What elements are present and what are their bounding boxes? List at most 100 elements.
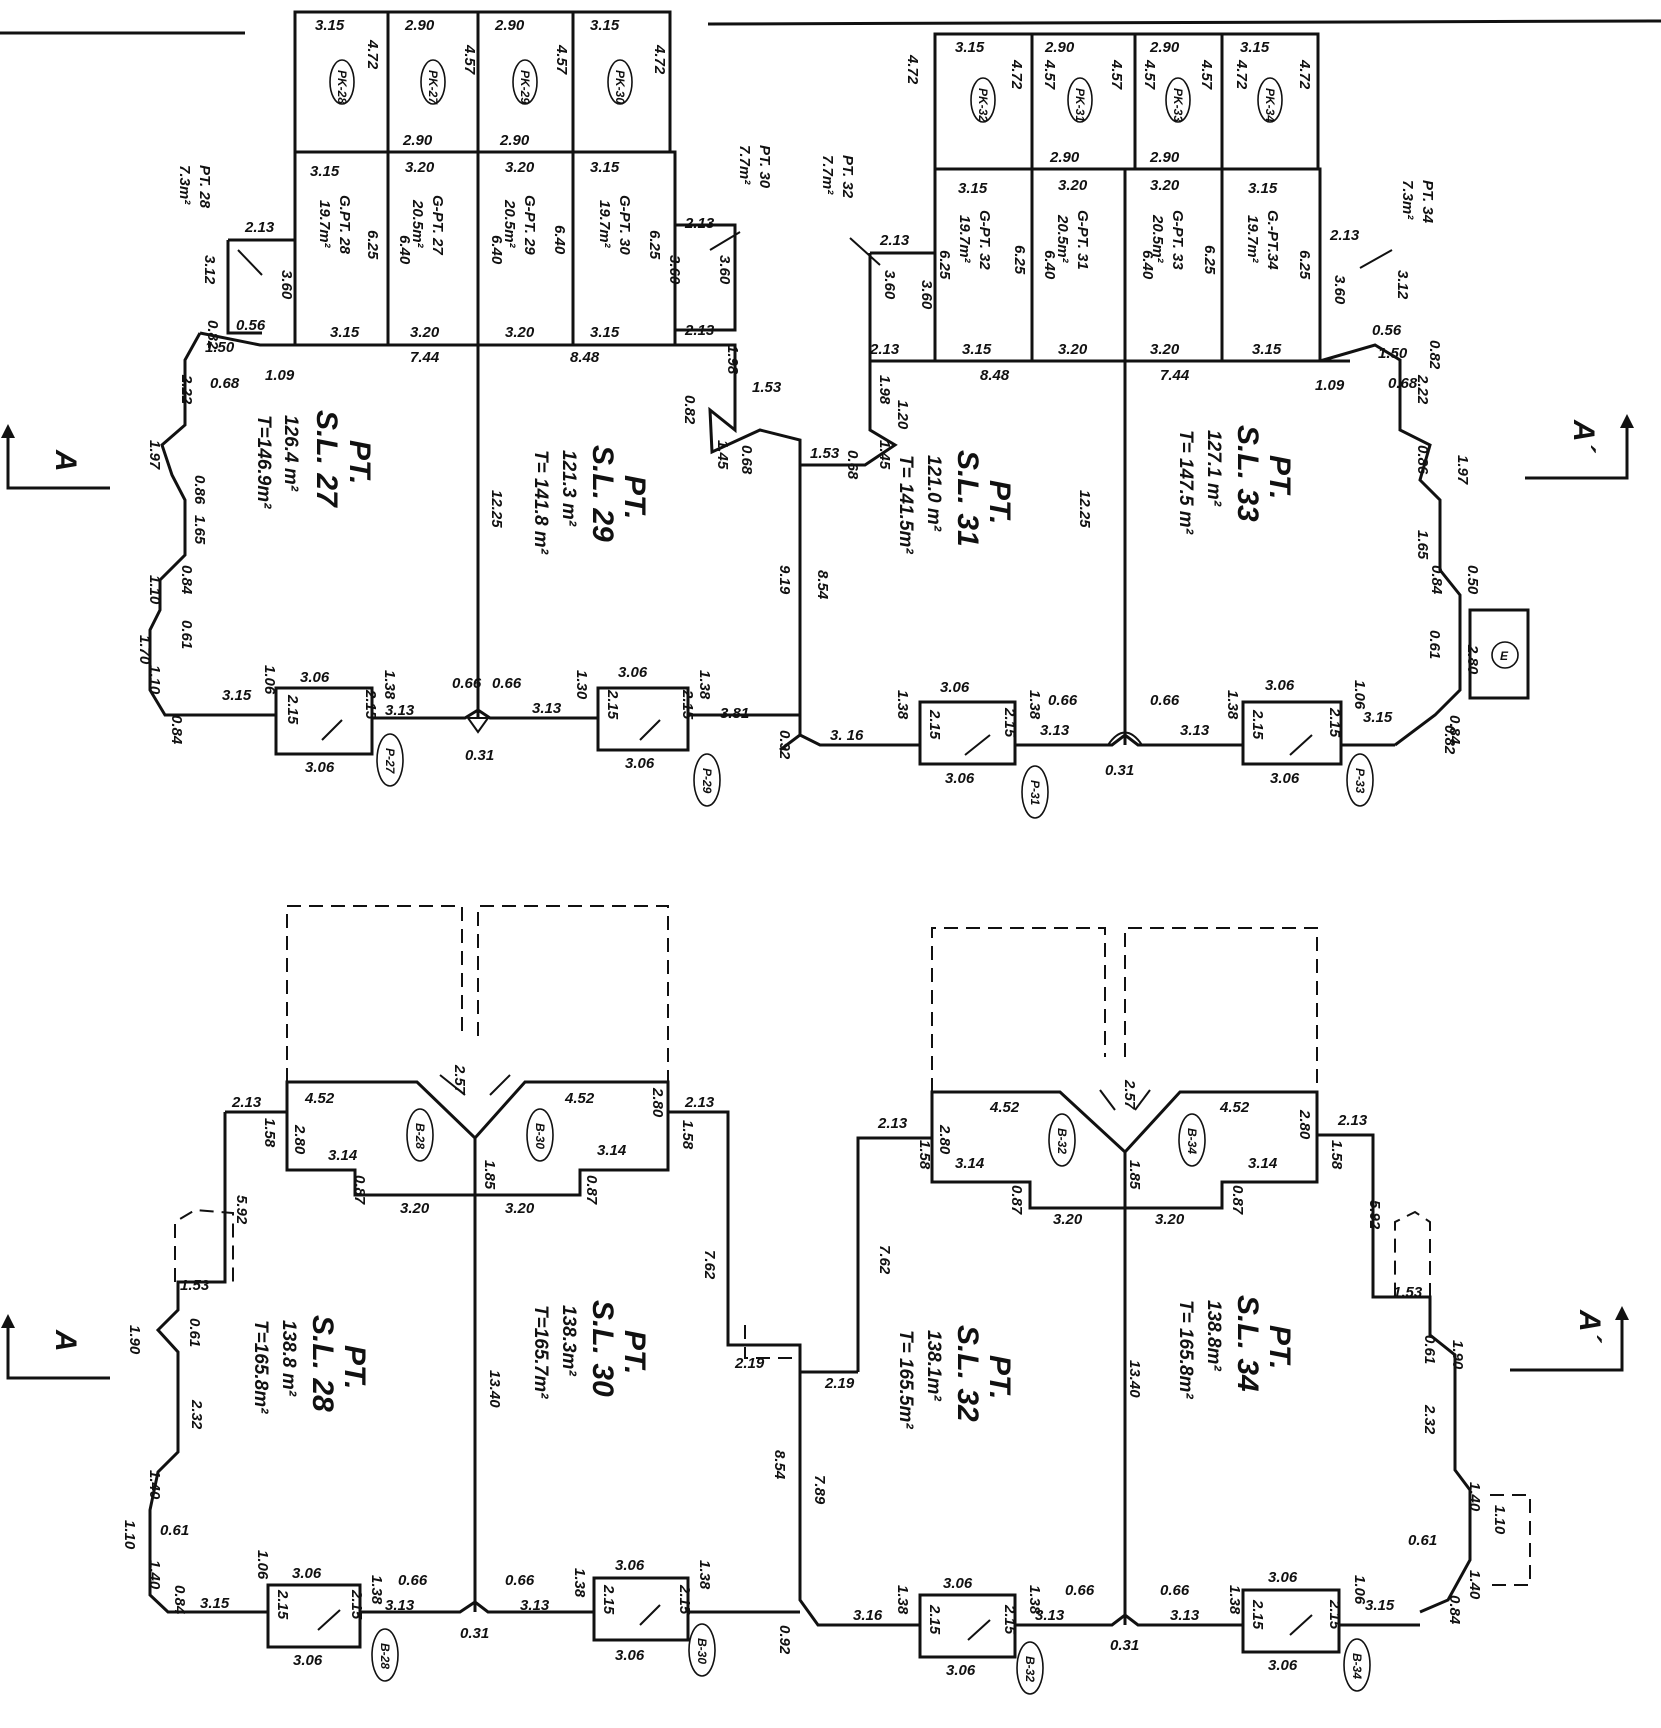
balcony-tag-b34-upper: B-34: [1178, 1113, 1206, 1167]
svg-text:2.80: 2.80: [1296, 1109, 1313, 1140]
svg-text:0.61: 0.61: [186, 1318, 203, 1347]
svg-text:T=165.7m²: T=165.7m²: [530, 1305, 551, 1399]
patio-label-pt30: PT. 30 7.7m²: [736, 145, 773, 189]
svg-text:3.81: 3.81: [720, 705, 749, 722]
svg-text:19.7m²: 19.7m²: [1244, 215, 1261, 264]
svg-text:PT.: PT.: [1263, 455, 1296, 499]
svg-text:2.90: 2.90: [1049, 149, 1080, 166]
svg-text:3.60: 3.60: [881, 270, 898, 300]
svg-text:3.20: 3.20: [1058, 341, 1088, 358]
svg-text:3.12: 3.12: [201, 255, 218, 285]
svg-text:0.87: 0.87: [583, 1175, 600, 1205]
svg-text:5.92: 5.92: [1366, 1200, 1383, 1230]
svg-text:13.40: 13.40: [1126, 1360, 1143, 1398]
svg-text:2.15: 2.15: [362, 689, 379, 720]
garage-label-g-pt28: G.PT. 28 19.7m²: [316, 195, 353, 255]
svg-text:0.61: 0.61: [160, 1522, 189, 1539]
svg-text:PK-30: PK-30: [613, 70, 627, 104]
svg-text:1.10: 1.10: [146, 575, 163, 605]
svg-text:1.40: 1.40: [146, 1560, 163, 1590]
svg-text:1.09: 1.09: [265, 367, 295, 384]
svg-text:4.52: 4.52: [564, 1090, 595, 1107]
property-boundary-lines: [0, 19, 1661, 35]
svg-text:1.50: 1.50: [205, 339, 235, 356]
svg-text:3.20: 3.20: [1150, 341, 1180, 358]
svg-text:G-PT. 27: G-PT. 27: [429, 195, 446, 255]
svg-text:7.89: 7.89: [811, 1475, 828, 1505]
svg-text:2.15: 2.15: [926, 1604, 943, 1635]
svg-text:PT.: PT.: [618, 1330, 651, 1374]
svg-text:3.60: 3.60: [918, 280, 935, 310]
svg-text:6.40: 6.40: [396, 235, 413, 265]
svg-text:G-PT. 32: G-PT. 32: [976, 210, 993, 270]
svg-text:3.15: 3.15: [330, 324, 360, 341]
svg-text:0.82: 0.82: [1426, 340, 1443, 370]
svg-text:2.13: 2.13: [244, 219, 275, 236]
svg-text:3.06: 3.06: [305, 759, 335, 776]
svg-text:2.13: 2.13: [231, 1094, 262, 1111]
svg-text:127.1 m²: 127.1 m²: [1203, 430, 1224, 507]
svg-text:B-30: B-30: [533, 1123, 547, 1149]
svg-text:G-PT. 30: G-PT. 30: [616, 195, 633, 255]
svg-text:PT. 34: PT. 34: [1419, 180, 1436, 224]
svg-text:3.20: 3.20: [400, 1200, 430, 1217]
svg-text:2.15: 2.15: [284, 694, 301, 725]
svg-text:126.4 m²: 126.4 m²: [280, 415, 301, 492]
svg-text:4.57: 4.57: [1041, 59, 1058, 90]
svg-text:1.10: 1.10: [146, 665, 163, 695]
svg-text:3.06: 3.06: [1270, 770, 1300, 787]
dimension-labels-bottom-left: 2.13 2.13 4.52 4.52 3.14 3.14 3.20 3.20 …: [160, 1090, 855, 1669]
svg-text:B-34: B-34: [1185, 1128, 1199, 1154]
svg-text:19.7m²: 19.7m²: [316, 200, 333, 249]
svg-text:1.06: 1.06: [254, 1550, 271, 1580]
svg-text:0.61: 0.61: [178, 620, 195, 649]
svg-text:0.84: 0.84: [1446, 715, 1463, 745]
balcony-tag-b30-upper: B-30: [526, 1108, 554, 1162]
balcony-tag-b32-upper: B-32: [1048, 1113, 1076, 1167]
unit-outline-bottom-left: [148, 1080, 858, 1649]
svg-text:3.06: 3.06: [1268, 1657, 1298, 1674]
svg-text:3.06: 3.06: [615, 1647, 645, 1664]
svg-text:T=146.9m²: T=146.9m²: [253, 415, 274, 509]
svg-text:2.32: 2.32: [188, 1399, 205, 1430]
unit-label-sl31: PT. S.L. 31 121.0 m² T= 141.5m²: [895, 450, 1016, 554]
svg-text:PK-31: PK-31: [1073, 88, 1087, 122]
svg-text:3.20: 3.20: [410, 324, 440, 341]
svg-text:3.15: 3.15: [590, 324, 620, 341]
patio-label-pt34: PT. 34 7.3m²: [1399, 180, 1436, 224]
svg-text:PT.: PT.: [983, 480, 1016, 524]
svg-text:3.13: 3.13: [1170, 1607, 1200, 1624]
svg-text:0.84: 0.84: [168, 715, 185, 745]
garage-label-g-pt34: G.-PT.34 19.7m²: [1244, 210, 1281, 270]
svg-text:3.60: 3.60: [716, 255, 733, 285]
svg-text:1.65: 1.65: [191, 515, 208, 545]
svg-text:3.14: 3.14: [597, 1142, 627, 1159]
unit-label-sl28: PT. S.L. 28 138.8 m² T=165.8m²: [250, 1315, 371, 1414]
svg-text:4.72: 4.72: [1296, 59, 1313, 90]
svg-text:PT. 28: PT. 28: [196, 165, 213, 209]
svg-text:P-33: P-33: [1353, 768, 1367, 794]
svg-text:1.38: 1.38: [571, 1568, 588, 1598]
dimension-labels-bottom-right: 2.13 2.13 4.52 4.52 3.14 3.14 3.20 3.20 …: [853, 1099, 1437, 1679]
svg-text:2.15: 2.15: [679, 689, 696, 720]
svg-text:2.15: 2.15: [1249, 709, 1266, 740]
section-marker-bottom-right: A´: [1510, 1306, 1629, 1372]
svg-text:3.13: 3.13: [520, 1597, 550, 1614]
section-label: A´: [1567, 419, 1600, 454]
svg-text:3.20: 3.20: [1058, 177, 1088, 194]
svg-text:1.38: 1.38: [696, 670, 713, 700]
section-marker-bottom-left: A: [1, 1314, 110, 1380]
svg-text:2.15: 2.15: [600, 1584, 617, 1615]
parking-tag-pk32: PK-32: [970, 77, 996, 123]
svg-text:6.25: 6.25: [1296, 250, 1313, 280]
svg-text:121.3 m²: 121.3 m²: [558, 450, 579, 527]
svg-text:0.68: 0.68: [210, 375, 240, 392]
dimension-labels-bottom-left-vertical: 1.58 2.80 2.80 1.58 2.57 1.85 0.87 0.87 …: [121, 1064, 893, 1655]
svg-text:T= 141.5m²: T= 141.5m²: [895, 455, 916, 554]
svg-text:8.54: 8.54: [814, 570, 831, 600]
svg-text:2.80: 2.80: [936, 1124, 953, 1155]
svg-text:1.06: 1.06: [261, 665, 278, 695]
svg-text:1.70: 1.70: [136, 635, 153, 665]
svg-text:2.15: 2.15: [1326, 707, 1343, 738]
